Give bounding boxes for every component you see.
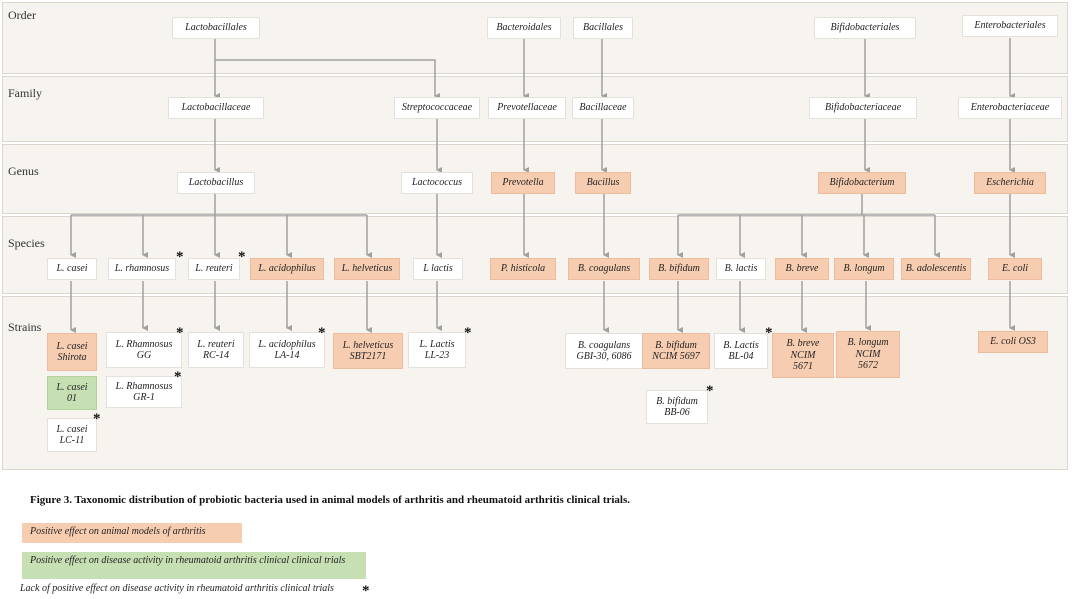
node-species-b-lactis: B. lactis [716, 258, 766, 280]
node-species-b-bifidum: B. bifidum [649, 258, 709, 280]
node-species-p-histicola: P. histicola [490, 258, 556, 280]
node-species-l-reuteri: L. reuteri [188, 258, 240, 280]
node-strain-b-bifidum-bb-06: B. bifidum BB-06 [646, 390, 708, 424]
asterisk-l-lactis-ll-23: * [464, 325, 472, 341]
node-species-l-casei: L. casei [47, 258, 97, 280]
node-family-prevotellaceae: Prevotellaceae [488, 97, 566, 119]
band-species [2, 216, 1068, 294]
asterisk-l-rhamnosus: * [176, 249, 184, 265]
node-order-bacteroidales: Bacteroidales [487, 17, 561, 39]
legend-asterisk-icon: * [362, 583, 370, 599]
node-family-lactobacillaceae: Lactobacillaceae [168, 97, 264, 119]
node-genus-lactococcus: Lactococcus [401, 172, 473, 194]
legend-green: Positive effect on disease activity in r… [22, 552, 366, 579]
asterisk-l-acidophilus-la-14: * [318, 325, 326, 341]
node-species-b-coagulans: B. coagulans [568, 258, 640, 280]
node-species-b-adolescentis: B. adolescentis [901, 258, 971, 280]
asterisk-b-lactis-bl-04: * [765, 325, 773, 341]
node-strain-l-lactis-ll-23: L. Lactis LL-23 [408, 332, 466, 368]
asterisk-l-casei-lc-11: * [93, 411, 101, 427]
node-order-bifidobacteriales: Bifidobacteriales [814, 17, 916, 39]
node-strain-l-casei-lc-11: L. casei LC-11 [47, 418, 97, 452]
node-species-l-helveticus: L. helveticus [334, 258, 400, 280]
node-genus-lactobacillus: Lactobacillus [177, 172, 255, 194]
node-family-bifidobacteriaceae: Bifidobacteriaceae [809, 97, 917, 119]
node-genus-bacillus: Bacillus [575, 172, 631, 194]
node-strain-l-casei-shirota: L. casei Shirota [47, 333, 97, 371]
node-genus-prevotella: Prevotella [491, 172, 555, 194]
figure-caption: Figure 3. Taxonomic distribution of prob… [30, 494, 631, 506]
row-label-strains: Strains [8, 320, 42, 334]
node-order-bacillales: Bacillales [573, 17, 633, 39]
node-genus-bifidobacterium: Bifidobacterium [818, 172, 906, 194]
node-family-bacillaceae: Bacillaceae [572, 97, 634, 119]
row-label-order: Order [8, 8, 36, 22]
asterisk-l-rhamnosus-gr-1: * [174, 369, 182, 385]
node-strain-b-coagulans-gbi-30: B. coagulans GBI-30, 6086 [565, 333, 643, 369]
legend-orange: Positive effect on animal models of arth… [22, 523, 242, 543]
asterisk-l-rhamnosus-gg: * [176, 325, 184, 341]
node-family-streptococcaceae: Streptococcaceae [394, 97, 480, 119]
asterisk-b-bifidum-bb-06: * [706, 383, 714, 399]
node-species-l-lactis: L lactis [413, 258, 463, 280]
node-species-l-rhamnosus: L. rhamnosus [108, 258, 176, 280]
node-order-enterobacteriales: Enterobacteriales [962, 15, 1058, 37]
node-strain-l-rhamnosus-gr-1: L. Rhamnosus GR-1 [106, 376, 182, 408]
row-label-genus: Genus [8, 164, 39, 178]
row-label-species: Species [8, 236, 45, 250]
node-genus-escherichia: Escherichia [974, 172, 1046, 194]
node-order-lactobacillales: Lactobacillales [172, 17, 260, 39]
asterisk-l-reuteri: * [238, 249, 246, 265]
node-strain-b-lactis-bl-04: B. Lactis BL-04 [714, 333, 768, 369]
node-strain-l-acidophilus-la-14: L. acidophilus LA-14 [249, 332, 325, 368]
node-strain-l-reuteri-rc-14: L. reuteri RC-14 [188, 332, 244, 368]
node-species-b-longum: B. longum [834, 258, 894, 280]
legend-asterisk-text: Lack of positive effect on disease activ… [20, 583, 334, 594]
node-strain-b-breve-ncim-5671: B. breve NCIM 5671 [772, 333, 834, 378]
node-family-enterobacteriaceae: Enterobacteriaceae [958, 97, 1062, 119]
node-strain-b-longum-ncim-5672: B. longum NCIM 5672 [836, 331, 900, 378]
node-strain-b-bifidum-ncim-5697: B. bifidum NCIM 5697 [642, 333, 710, 369]
node-species-l-acidophilus: L. acidophilus [250, 258, 324, 280]
node-species-e-coli: E. coli [988, 258, 1042, 280]
node-strain-e-coli-os3: E. coli OS3 [978, 331, 1048, 353]
node-strain-l-casei-01: L. casei 01 [47, 376, 97, 410]
row-label-family: Family [8, 86, 43, 100]
node-strain-l-helveticus-sbt2171: L. helveticus SBT2171 [333, 333, 403, 369]
node-strain-l-rhamnosus-gg: L. Rhamnosus GG [106, 332, 182, 368]
node-species-b-breve: B. breve [775, 258, 829, 280]
